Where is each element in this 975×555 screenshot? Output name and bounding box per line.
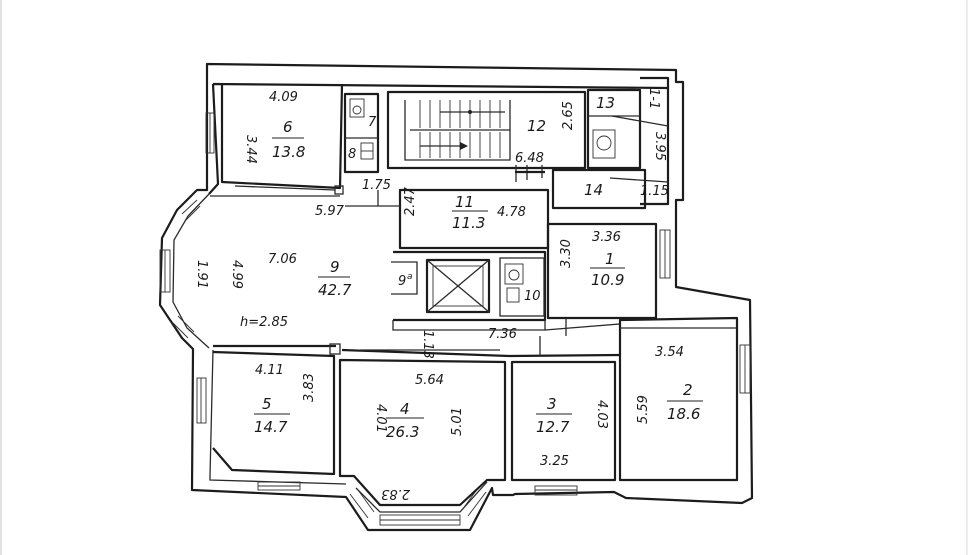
room-11-depth: 2.47 (403, 186, 418, 216)
room-12-dim: 2.65 (561, 101, 576, 130)
room-5-area: 14.7 (254, 418, 288, 436)
room-2-width: 3.54 (655, 345, 684, 360)
room-4-width: 5.64 (415, 373, 444, 388)
room-4-bay: 2.83 (381, 486, 410, 501)
room-14-number: 14 (584, 181, 603, 199)
room-6-width: 4.09 (269, 90, 298, 105)
room-1-width: 3.36 (592, 230, 621, 245)
room-9a: 9 a (391, 261, 418, 295)
room-9-side: 4.99 (229, 260, 244, 289)
room-11-number: 11 (455, 193, 474, 211)
room-I-dim: 3.95 (652, 132, 667, 161)
room-8-number: 8 (348, 147, 356, 162)
room-4: 5.64 4.01 4 26.3 5.01 2.83 (338, 358, 507, 507)
room-7-number: 7 (368, 115, 377, 130)
room-1-number: 1 (605, 250, 615, 268)
hall-dim-1: 1.13 (420, 330, 435, 359)
room-3: 3 12.7 4.03 3.25 (510, 360, 617, 482)
room-2-depth: 5.59 (636, 395, 651, 424)
room-5-number: 5 (262, 395, 272, 413)
room-12-staircase: 12 2.65 6.48 (386, 90, 587, 182)
room-3-depth: 4.03 (594, 400, 609, 429)
room-1: 3.36 3.30 1 10.9 (546, 222, 658, 320)
room-9-area: 42.7 (318, 281, 352, 299)
room-I-number: 1-1 (646, 88, 661, 109)
room-2-number: 2 (683, 381, 693, 399)
room-3-width: 3.25 (540, 454, 569, 469)
room-2: 3.54 5.59 2 18.6 (618, 316, 739, 482)
room-5: 4.11 5 14.7 3.83 (212, 350, 336, 476)
room-9-bottom: 5.97 (315, 204, 345, 219)
room-9: 5.97 7.06 1.91 4.99 9 42.7 h=2.85 (194, 190, 379, 330)
room-4-left: 4.01 (373, 404, 388, 433)
room-4-right: 5.01 (450, 407, 465, 436)
room-9-width: 7.06 (268, 252, 297, 267)
room-12-wall: 6.48 (515, 151, 544, 166)
hall-dim-2: 7.36 (488, 327, 517, 342)
room-5-width: 4.11 (255, 363, 284, 378)
room-6-depth: 3.44 (243, 135, 258, 164)
room-9-number: 9 (330, 258, 340, 276)
room-3-area: 12.7 (536, 418, 570, 436)
room-6: 4.09 3.44 6 13.8 (220, 83, 344, 195)
room-9a-suffix: a (407, 272, 413, 282)
room-1-area: 10.9 (591, 271, 624, 289)
room-7-8: 7 8 (343, 92, 380, 174)
room-6-number: 6 (283, 118, 293, 136)
room-4-number: 4 (400, 400, 410, 418)
room-11-area: 11.3 (452, 214, 485, 232)
room-9a-number: 9 (398, 274, 406, 289)
room-1-depth: 3.30 (559, 239, 574, 268)
room-2-area: 18.6 (667, 405, 700, 423)
outer-walls (158, 62, 754, 532)
room-10-number: 10 (524, 289, 541, 304)
room-13-number: 13 (596, 94, 615, 112)
room-5-depth: 3.83 (302, 373, 317, 402)
corridor-width: 1.75 (362, 178, 391, 193)
room-13-14: 13 1-1 3.95 14 1.15 (551, 76, 670, 210)
room-6-area: 13.8 (272, 143, 305, 161)
lift-shaft (393, 250, 547, 322)
room-11-width: 4.78 (497, 205, 526, 220)
windows (159, 112, 751, 526)
room-9-bay: 1.91 (194, 260, 209, 289)
room-14-dim: 1.15 (640, 184, 669, 199)
room-9-height: h=2.85 (240, 315, 288, 330)
room-12-number: 12 (527, 117, 546, 135)
room-11: 1.75 2.47 11 11.3 4.78 (345, 178, 550, 250)
room-10: 10 (499, 257, 545, 317)
room-4-area: 26.3 (386, 423, 419, 441)
room-3-number: 3 (547, 395, 557, 413)
